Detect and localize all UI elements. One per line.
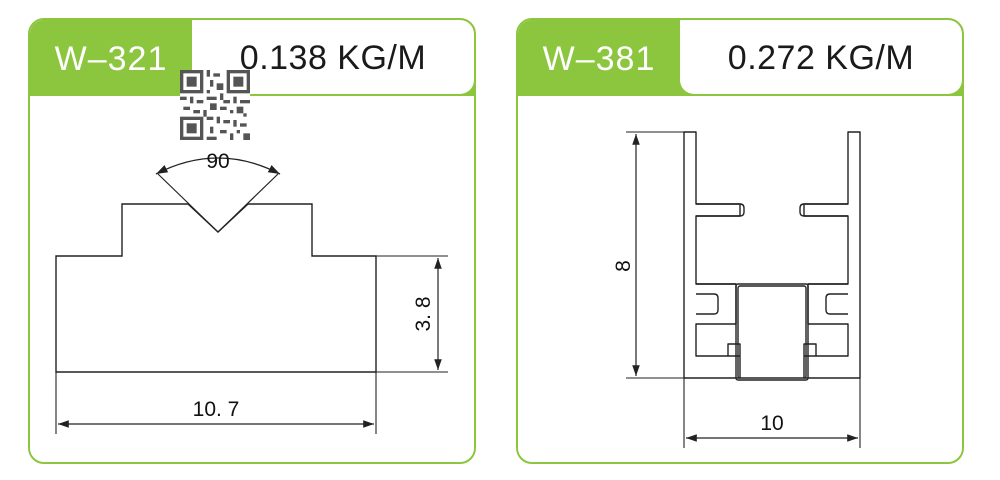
card-header: W–321 0.138 KG/M [30, 20, 474, 96]
model-code: W–321 [54, 40, 168, 78]
model-code: W–381 [542, 40, 656, 78]
weight-box: 0.272 KG/M [680, 20, 962, 94]
angle-label: 90 [206, 150, 229, 173]
qr-code-icon [180, 70, 250, 140]
profile-outline [55, 203, 377, 373]
height-label: 3. 8 [412, 296, 435, 331]
angle-dimension-arc [155, 157, 281, 175]
product-card-w321: W–321 0.138 KG/M 90 3. 8 10. 7 [28, 18, 476, 464]
card-header: W–381 0.272 KG/M [518, 20, 962, 96]
profile-outline [683, 131, 861, 381]
width-label: 10 [760, 412, 783, 435]
height-label: 8 [612, 260, 635, 272]
width-label: 10. 7 [193, 398, 240, 421]
weight-label: 0.272 KG/M [727, 39, 915, 77]
product-card-w381: W–381 0.272 KG/M [516, 18, 964, 464]
profile-drawing-w381: 8 10 [612, 131, 861, 448]
profile-drawing-w321: 90 3. 8 10. 7 [55, 150, 448, 434]
weight-label: 0.138 KG/M [239, 39, 427, 77]
